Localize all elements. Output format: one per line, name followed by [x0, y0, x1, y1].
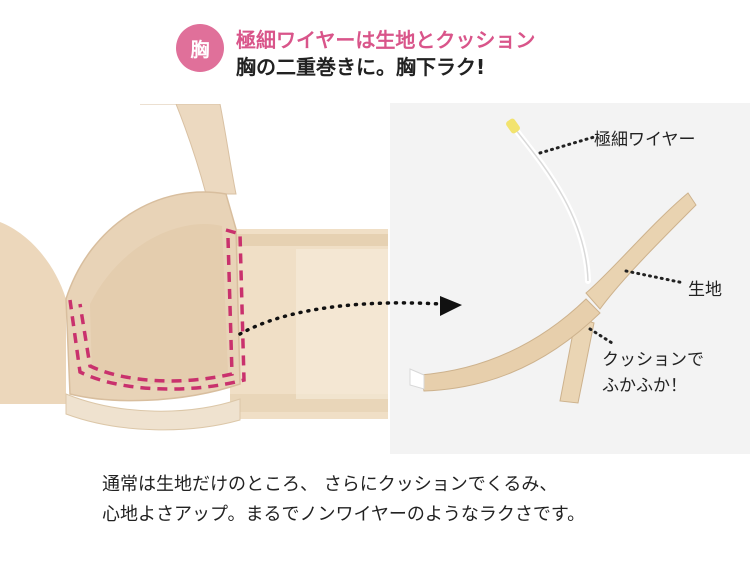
bra-photo: [0, 104, 388, 454]
fabric-label: 生地: [688, 280, 722, 300]
wire-label: 極細ワイヤー: [594, 130, 696, 150]
chest-badge: 胸: [176, 24, 224, 72]
caption-line-1: 通常は生地だけのところ、 さらにクッションでくるみ、: [102, 474, 558, 495]
cushion-label-1: クッションで: [602, 350, 704, 370]
parts-illustration: [409, 118, 697, 404]
bra-illustration: [0, 104, 388, 431]
cushion-label-2: ふかふか！: [602, 376, 687, 396]
caption-line-2: 心地よさアップ。まるでノンワイヤーのようなラクさです。: [102, 504, 586, 525]
headline-secondary: 胸の二重巻きに。胸下ラク!: [236, 55, 486, 79]
headline-primary: 極細ワイヤーは生地とクッション: [236, 28, 536, 52]
caption: 通常は生地だけのところ、 さらにクッションでくるみ、 心地よさアップ。まるでノン…: [102, 470, 585, 530]
parts-photo: 極細ワイヤー 生地 クッションで ふかふか！: [390, 103, 750, 454]
